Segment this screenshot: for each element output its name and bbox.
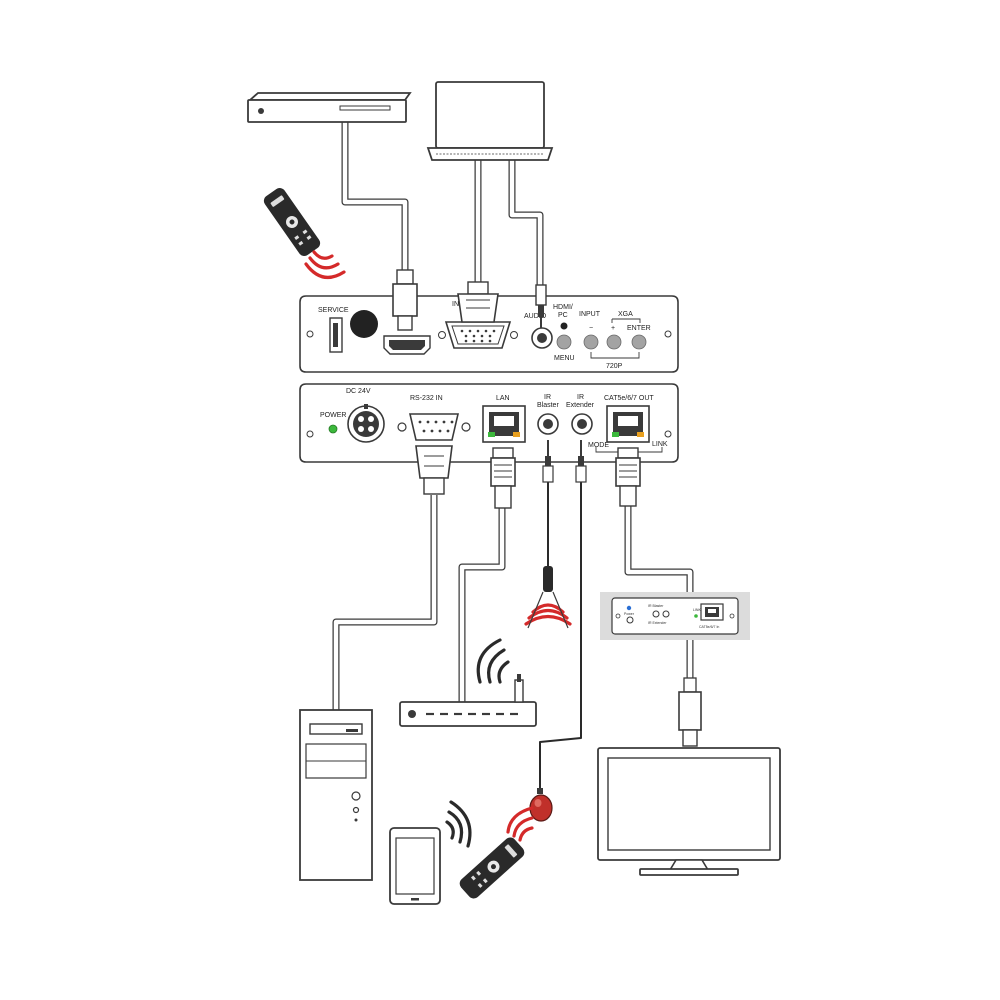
power-led [328, 424, 338, 434]
lan-plug-icon [490, 447, 516, 509]
ir-blaster-emitter-icon [524, 566, 572, 629]
ir-signal-icon-bottom [506, 806, 534, 842]
ir-blaster-label-2: Blaster [537, 402, 559, 409]
hdmi-cable-settopbox-core [342, 120, 408, 270]
receiver-ir-extender-label: IR Extender [648, 621, 667, 625]
lan-port-icon[interactable] [482, 405, 526, 443]
cat-plug-icon [615, 447, 641, 507]
receiver-unit: Power IR Blaster IR Extender LINK CAT5e/… [600, 592, 750, 640]
ir-extender-jack-icon[interactable] [571, 413, 593, 435]
ir-receiver-eye-icon [529, 788, 553, 822]
rs232-label: RS-232 IN [410, 395, 443, 402]
link-label: LINK [652, 441, 668, 448]
vga-plug-icon [457, 281, 499, 323]
power-label: POWER [320, 412, 346, 419]
hdmi-pc-label-2: PC [558, 312, 568, 319]
receiver-ir-blaster-label: IR Blaster [648, 604, 664, 608]
receiver-power-led [626, 605, 632, 611]
hdmi-pc-label-1: HDMI/ [553, 304, 573, 311]
dc-power-label: DC 24V [346, 388, 371, 395]
minus-button[interactable] [583, 334, 599, 350]
audio-plug-icon [535, 284, 547, 328]
menu-label: MENU [554, 355, 575, 362]
rs232-plug-icon [415, 445, 453, 495]
input-label: IN [452, 301, 459, 308]
rs232-cable-pc-core [333, 495, 437, 712]
service-button[interactable] [350, 310, 378, 338]
ir-blaster-jack-icon[interactable] [537, 413, 559, 435]
audio-input-jack-icon[interactable] [531, 327, 553, 349]
tablet-icon [389, 800, 472, 905]
hdmi-pc-indicator-led [560, 322, 568, 330]
remote-control-bottom-icon [459, 837, 525, 899]
cat-out-port-icon[interactable] [606, 405, 650, 443]
audio-cable-laptop-core [509, 160, 543, 285]
tv-display-icon [597, 747, 781, 876]
tablet-signal-icon [445, 800, 472, 848]
mode-label: MODE [588, 442, 609, 449]
ir-blaster-label-1: IR [544, 394, 551, 401]
remote-control-icon [263, 187, 321, 257]
receiver-link-label: LINK [693, 608, 701, 612]
cat-cable-receiver-core [625, 505, 693, 593]
ir-extender-label-2: Extender [566, 402, 595, 409]
pc-tower-icon [299, 709, 373, 881]
tv-hdmi-plug-icon [678, 677, 702, 747]
set-top-box-icon [247, 92, 412, 123]
enter-button[interactable] [631, 334, 647, 350]
p720-label: 720P [606, 363, 623, 370]
lan-cable-router [458, 508, 506, 702]
rs232-cable-pc [332, 495, 438, 712]
receiver-cat-in-label: CAT5e/6/7 In [699, 625, 719, 629]
laptop-icon [426, 81, 554, 161]
wifi-signal-icon [476, 638, 510, 684]
service-label: SERVICE [318, 307, 349, 314]
audio-label: AUDIO [524, 313, 547, 320]
ir-signal-icon-top [304, 250, 346, 280]
hdmi-cable-settopbox [341, 120, 409, 270]
dc-power-port-icon[interactable] [347, 404, 385, 443]
ir-extender-plug-icon [575, 440, 587, 483]
audio-cable-laptop [508, 160, 544, 285]
input-button-label: INPUT [579, 311, 601, 318]
lan-cable-router-core [459, 508, 505, 702]
cat-cable-receiver [624, 505, 694, 593]
extender-front-panel: SERVICE IN [299, 269, 679, 373]
extender-rear-panel: DC 24V POWER RS-232 IN [299, 383, 679, 509]
rs232-port-icon[interactable] [397, 413, 471, 441]
wifi-router-icon [399, 638, 537, 727]
menu-button[interactable] [556, 334, 572, 350]
ir-blaster-plug-icon [542, 440, 554, 483]
receiver-power-label: Power [624, 612, 635, 616]
ir-extender-label-1: IR [577, 394, 584, 401]
ir-extender-cable [539, 482, 582, 790]
hdmi-plug-icon [392, 269, 418, 331]
receiver-cat-in-port-icon[interactable] [700, 603, 724, 621]
xga-label: XGA [618, 311, 633, 318]
hdmi-input-port-icon[interactable] [383, 335, 431, 355]
plus-label: + [611, 325, 615, 332]
enter-label: ENTER [627, 325, 651, 332]
plus-button[interactable] [606, 334, 622, 350]
usb-service-port-icon[interactable] [329, 317, 343, 353]
cat-out-label: CAT5e/6/7 OUT [604, 395, 654, 402]
minus-label: − [589, 325, 593, 332]
lan-label: LAN [496, 395, 510, 402]
